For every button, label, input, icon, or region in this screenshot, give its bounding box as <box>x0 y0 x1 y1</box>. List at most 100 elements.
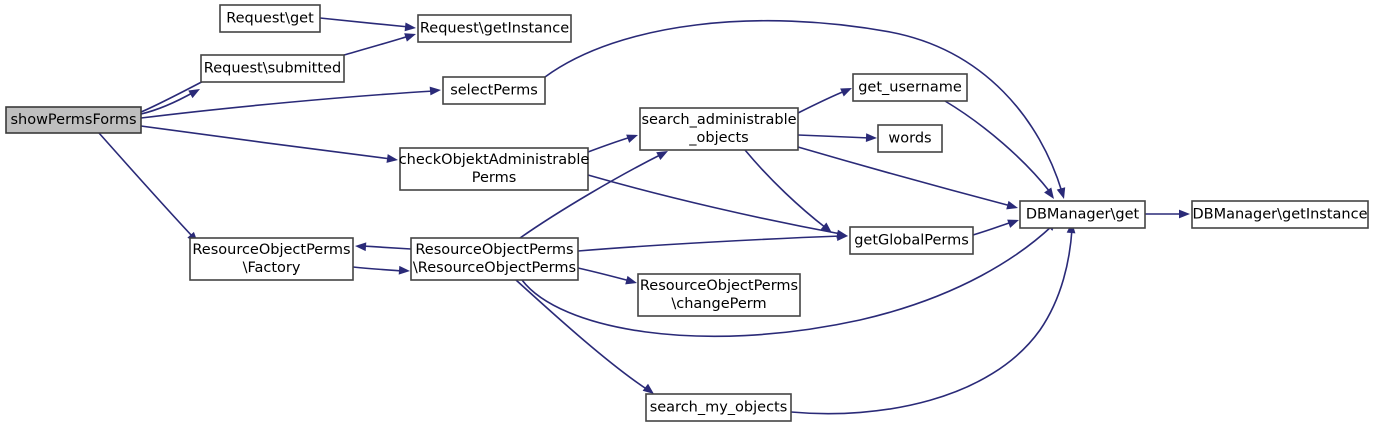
edge-line <box>519 153 663 239</box>
edge-search_administrable_objects-to-dbmanager_get <box>797 146 1018 210</box>
edge-search_administrable_objects-to-words <box>797 133 877 143</box>
arrowhead-icon <box>1056 187 1066 199</box>
arrowhead-icon <box>429 86 441 96</box>
node-label: Request\submitted <box>204 61 341 77</box>
edge-line <box>352 266 404 272</box>
arrowhead-icon <box>386 154 398 163</box>
node-label: get_username <box>858 80 962 96</box>
edge-request_get-to-request_getInstance <box>319 17 416 32</box>
node-label: ResourceObjectPerms <box>640 278 798 294</box>
node-box[interactable] <box>852 73 968 102</box>
edge-line <box>797 134 871 139</box>
node-resourceObjectPerms_ResourceObjectPerms[interactable]: ResourceObjectPerms\ResourceObjectPerms <box>410 237 579 281</box>
node-box[interactable] <box>189 237 354 281</box>
node-label: DBManager\getInstance <box>1192 207 1367 223</box>
edge-line <box>319 17 410 28</box>
arrowhead-icon <box>1179 209 1190 219</box>
arrowhead-icon <box>1006 200 1018 210</box>
edge-line <box>577 235 842 252</box>
edge-getGlobalPerms-to-dbmanager_get <box>972 219 1019 236</box>
node-box[interactable] <box>417 14 572 43</box>
node-label: search_administrable <box>641 112 796 128</box>
edge-line <box>790 228 1073 415</box>
node-resourceObjectPerms_Factory[interactable]: ResourceObjectPerms\Factory <box>189 237 354 281</box>
node-search_my_objects[interactable]: search_my_objects <box>645 393 792 422</box>
edge-selectPerms-to-dbmanager_get <box>544 19 1066 199</box>
node-getGlobalPerms[interactable]: getGlobalPerms <box>849 226 974 255</box>
node-box[interactable] <box>219 4 321 33</box>
edge-dbmanager_get-to-dbmanager_getInstance <box>1145 209 1190 219</box>
edge-checkObjektAdministrablePerms-to-getGlobalPerms <box>587 174 848 239</box>
edge-resourceObjectPerms_ResourceObjectPerms-to-getGlobalPerms <box>577 232 848 252</box>
node-label: selectPerms <box>450 83 538 99</box>
node-box[interactable] <box>637 273 801 317</box>
edge-resourceObjectPerms_ResourceObjectPerms-to-resourceObjectPerms_changePerm <box>577 267 637 285</box>
edge-line <box>544 19 1063 193</box>
edge-line <box>343 35 410 56</box>
node-label: ResourceObjectPerms <box>192 242 350 258</box>
arrowhead-icon <box>404 22 416 32</box>
node-get_username[interactable]: get_username <box>852 73 968 102</box>
node-box[interactable] <box>442 76 546 105</box>
edge-showPermsForms-to-checkObjektAdministrablePerms <box>140 125 398 163</box>
edge-line <box>521 225 1053 338</box>
node-box[interactable] <box>639 107 799 151</box>
edge-line <box>140 90 435 119</box>
edges-layer <box>98 17 1190 415</box>
edge-request_submitted-to-request_getInstance <box>343 33 416 56</box>
edge-resourceObjectPerms_ResourceObjectPerms-to-resourceObjectPerms_Factory <box>355 242 412 252</box>
node-label: words <box>888 131 931 147</box>
node-selectPerms[interactable]: selectPerms <box>442 76 546 105</box>
node-box[interactable] <box>645 393 792 422</box>
edge-line <box>797 146 1012 207</box>
node-box[interactable] <box>849 226 974 255</box>
node-label: showPermsForms <box>10 112 136 128</box>
nodes-layer: showPermsForms Request\getRequest\submitt… <box>5 4 1369 422</box>
arrowhead-icon <box>625 275 637 285</box>
node-search_administrable_objects[interactable]: search_administrable_objects <box>639 107 799 151</box>
node-label: DBManager\get <box>1026 207 1140 223</box>
arrowhead-icon <box>188 89 200 99</box>
edge-get_username-to-dbmanager_get <box>944 100 1054 199</box>
node-box[interactable] <box>200 54 345 83</box>
node-dbmanager_getInstance[interactable]: DBManager\getInstance <box>1191 200 1369 229</box>
node-box[interactable] <box>877 124 943 153</box>
edge-line <box>140 91 195 115</box>
edge-line <box>515 279 649 391</box>
edge-showPermsForms-to-request_submitted <box>140 89 200 115</box>
arrowhead-icon <box>626 134 638 143</box>
node-showPermsForms[interactable]: showPermsForms <box>5 106 142 134</box>
edge-search_administrable_objects-to-getGlobalPerms <box>744 149 832 233</box>
node-label: Request\getInstance <box>420 21 569 37</box>
edge-resourceObjectPerms_Factory-to-resourceObjectPerms_ResourceObjectPerms <box>352 265 410 275</box>
node-request_getInstance[interactable]: Request\getInstance <box>417 14 572 43</box>
arrowhead-icon <box>1044 187 1054 199</box>
node-request_get[interactable]: Request\get <box>219 4 321 33</box>
node-label: getGlobalPerms <box>854 233 969 249</box>
node-label: Perms <box>472 170 517 186</box>
node-words[interactable]: words <box>877 124 943 153</box>
node-request_submitted[interactable]: Request\submitted <box>200 54 345 83</box>
arrowhead-icon <box>656 151 668 161</box>
arrowhead-icon <box>642 383 654 394</box>
edge-line <box>140 125 392 160</box>
edge-line <box>972 221 1013 236</box>
node-box[interactable] <box>1191 200 1369 229</box>
node-label: Request\get <box>226 11 314 27</box>
node-dbmanager_get[interactable]: DBManager\get <box>1019 200 1146 229</box>
node-box[interactable] <box>399 147 589 191</box>
arrowhead-icon <box>355 242 367 252</box>
edge-checkObjektAdministrablePerms-to-search_administrable_objects <box>587 134 638 153</box>
arrowhead-icon <box>1007 219 1019 228</box>
node-box[interactable] <box>410 237 579 281</box>
node-label: \ResourceObjectPerms <box>413 260 576 276</box>
node-box[interactable] <box>1019 200 1146 229</box>
node-box[interactable] <box>5 106 142 134</box>
edge-resourceObjectPerms_ResourceObjectPerms-to-search_my_objects <box>515 279 654 394</box>
node-resourceObjectPerms_changePerm[interactable]: ResourceObjectPerms \changePerm <box>637 273 801 317</box>
node-label: \changePerm <box>671 296 766 312</box>
edge-line <box>587 136 632 153</box>
edge-line <box>944 100 1051 193</box>
